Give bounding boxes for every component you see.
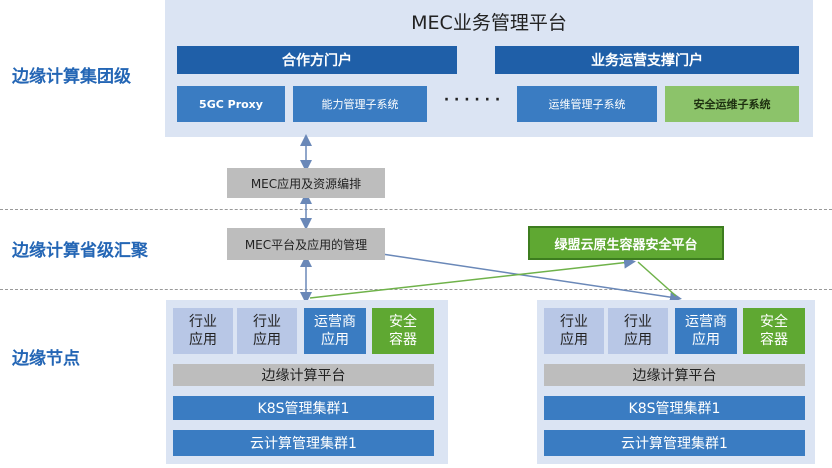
green-alliance-platform: 绿盟云原生容器安全平台 bbox=[528, 226, 724, 260]
k8s-cluster: K8S管理集群1 bbox=[173, 396, 434, 420]
mec-management-box: MEC平台及应用的管理 bbox=[227, 228, 385, 260]
subsystem-5gc-proxy: 5GC Proxy bbox=[177, 86, 285, 122]
level-label-group: 边缘计算集团级 bbox=[12, 67, 131, 87]
app-industry-1: 行业 应用 bbox=[544, 308, 604, 354]
mec-platform-panel: MEC业务管理平台 合作方门户 业务运营支撑门户 5GC Proxy 能力管理子… bbox=[165, 0, 813, 137]
ellipsis: · · · · · · bbox=[443, 92, 501, 108]
divider-bottom bbox=[0, 289, 832, 290]
security-container: 安全 容器 bbox=[743, 308, 805, 354]
subsystem-capability: 能力管理子系统 bbox=[293, 86, 427, 122]
partner-portal: 合作方门户 bbox=[177, 46, 457, 74]
app-operator: 运营商 应用 bbox=[675, 308, 737, 354]
subsystem-ops: 运维管理子系统 bbox=[517, 86, 657, 122]
cloud-cluster: 云计算管理集群1 bbox=[544, 430, 805, 456]
security-container: 安全 容器 bbox=[372, 308, 434, 354]
app-operator: 运营商 应用 bbox=[304, 308, 366, 354]
subsystem-security-ops: 安全运维子系统 bbox=[665, 86, 799, 122]
divider-top bbox=[0, 209, 832, 210]
edge-computing-platform: 边缘计算平台 bbox=[544, 364, 805, 386]
level-label-node: 边缘节点 bbox=[12, 349, 80, 369]
arrow-alliance-right-node bbox=[637, 261, 677, 297]
app-industry-1: 行业 应用 bbox=[173, 308, 233, 354]
k8s-cluster: K8S管理集群1 bbox=[544, 396, 805, 420]
level-label-province: 边缘计算省级汇聚 bbox=[12, 241, 148, 261]
arrow-mgmt-right-node bbox=[381, 253, 682, 304]
edge-node-right: 行业 应用 行业 应用 运营商 应用 安全 容器 边缘计算平台 K8S管理集群1… bbox=[537, 300, 815, 464]
cloud-cluster: 云计算管理集群1 bbox=[173, 430, 434, 456]
app-industry-2: 行业 应用 bbox=[237, 308, 297, 354]
orchestration-box: MEC应用及资源编排 bbox=[227, 168, 385, 198]
operation-portal: 业务运营支撑门户 bbox=[495, 46, 799, 74]
edge-computing-platform: 边缘计算平台 bbox=[173, 364, 434, 386]
arrow-alliance-left-node bbox=[309, 256, 636, 299]
app-industry-2: 行业 应用 bbox=[608, 308, 668, 354]
edge-node-left: 行业 应用 行业 应用 运营商 应用 安全 容器 边缘计算平台 K8S管理集群1… bbox=[166, 300, 448, 464]
page-title: MEC业务管理平台 bbox=[411, 12, 567, 34]
